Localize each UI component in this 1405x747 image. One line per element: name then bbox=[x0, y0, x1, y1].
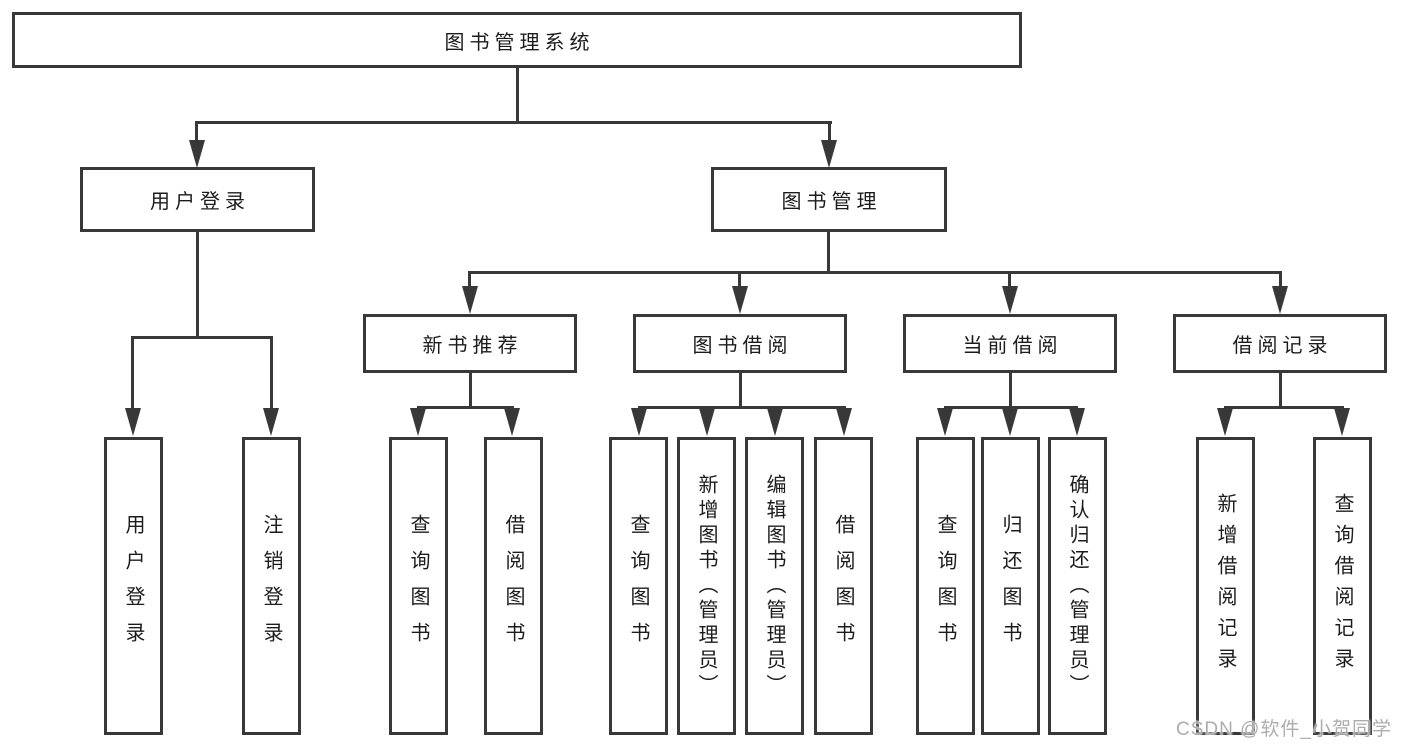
connector-line bbox=[638, 406, 846, 409]
node-label: 借阅记录 bbox=[1232, 335, 1333, 357]
connector-line bbox=[738, 271, 741, 289]
arrow-down-icon bbox=[1002, 286, 1018, 314]
leaf-return-book: 归还图书 bbox=[981, 437, 1040, 735]
connector-line bbox=[1008, 271, 1011, 289]
connector-line bbox=[1009, 373, 1012, 409]
arrow-down-icon bbox=[631, 408, 647, 436]
node-label: 新增图书（管理员） bbox=[695, 473, 717, 699]
leaf-add-borrow-record: 新增借阅记录 bbox=[1196, 437, 1255, 735]
node-user-login: 用户登录 bbox=[80, 167, 315, 232]
node-label: 注销登录 bbox=[260, 514, 282, 658]
leaf-add-book-admin: 新增图书（管理员） bbox=[677, 437, 736, 735]
leaf-borrow-books: 借阅图书 bbox=[484, 437, 543, 735]
node-book-management: 图书管理 bbox=[711, 167, 947, 232]
arrow-down-icon bbox=[462, 286, 478, 314]
node-label: 图书借阅 bbox=[692, 335, 793, 357]
node-label: 归还图书 bbox=[999, 514, 1021, 658]
node-library-management-system: 图书管理系统 bbox=[12, 12, 1022, 68]
node-borrow-records: 借阅记录 bbox=[1173, 314, 1387, 373]
node-label: 借阅图书 bbox=[832, 514, 854, 658]
watermark: CSDN @软件_小贺同学 bbox=[1176, 719, 1392, 740]
leaf-confirm-return-admin: 确认归还（管理员） bbox=[1048, 437, 1107, 735]
connector-line bbox=[1279, 373, 1282, 409]
leaf-user-login: 用户登录 bbox=[104, 437, 163, 735]
arrow-down-icon bbox=[836, 408, 852, 436]
leaf-borrow-books: 借阅图书 bbox=[814, 437, 873, 735]
leaf-query-borrow-record: 查询借阅记录 bbox=[1313, 437, 1372, 735]
arrow-down-icon bbox=[732, 286, 748, 314]
arrow-down-icon bbox=[937, 408, 953, 436]
arrow-down-icon bbox=[1002, 408, 1018, 436]
leaf-edit-book-admin: 编辑图书（管理员） bbox=[745, 437, 804, 735]
connector-line bbox=[469, 373, 472, 409]
leaf-query-books: 查询图书 bbox=[609, 437, 668, 735]
connector-line bbox=[131, 336, 273, 339]
node-book-borrow: 图书借阅 bbox=[633, 314, 847, 373]
arrow-down-icon bbox=[767, 408, 783, 436]
connector-line bbox=[944, 406, 1078, 409]
node-new-book-recommend: 新书推荐 bbox=[363, 314, 577, 373]
node-label: 当前借阅 bbox=[962, 335, 1063, 357]
node-label: 查询图书 bbox=[627, 514, 649, 658]
node-label: 用户登录 bbox=[122, 514, 144, 658]
node-label: 借阅图书 bbox=[502, 514, 524, 658]
connector-line bbox=[196, 232, 199, 338]
connector-line bbox=[468, 271, 471, 289]
connector-line bbox=[516, 68, 519, 124]
connector-line bbox=[417, 406, 514, 409]
node-label: 编辑图书（管理员） bbox=[763, 473, 785, 699]
node-label: 查询图书 bbox=[407, 514, 429, 658]
arrow-down-icon bbox=[125, 408, 141, 436]
leaf-query-books: 查询图书 bbox=[916, 437, 975, 735]
node-label: 用户登录 bbox=[150, 191, 250, 213]
arrow-down-icon bbox=[504, 408, 520, 436]
arrow-down-icon bbox=[699, 408, 715, 436]
arrow-down-icon bbox=[1069, 408, 1085, 436]
connector-line bbox=[827, 232, 830, 274]
node-label: 图书管理 bbox=[781, 191, 882, 213]
arrow-down-icon bbox=[410, 408, 426, 436]
connector-line bbox=[739, 373, 742, 409]
connector-line bbox=[270, 336, 273, 410]
node-label: 查询借阅记录 bbox=[1331, 493, 1353, 679]
arrow-down-icon bbox=[189, 140, 205, 168]
arrow-down-icon bbox=[1272, 286, 1288, 314]
node-label: 确认归还（管理员） bbox=[1066, 473, 1088, 699]
leaf-query-books: 查询图书 bbox=[389, 437, 448, 735]
arrow-down-icon bbox=[821, 140, 837, 168]
node-current-borrow: 当前借阅 bbox=[903, 314, 1117, 373]
connector-line bbox=[1279, 271, 1282, 289]
leaf-logout: 注销登录 bbox=[242, 437, 301, 735]
connector-line bbox=[195, 121, 198, 143]
arrow-down-icon bbox=[1334, 408, 1350, 436]
node-label: 新增借阅记录 bbox=[1214, 493, 1236, 679]
connector-line bbox=[828, 121, 831, 143]
arrow-down-icon bbox=[263, 408, 279, 436]
connector-line bbox=[468, 271, 1282, 274]
node-label: 新书推荐 bbox=[422, 335, 523, 357]
connector-line bbox=[131, 336, 134, 410]
node-label: 查询图书 bbox=[934, 514, 956, 658]
connector-line bbox=[195, 121, 832, 124]
node-label: 图书管理系统 bbox=[444, 31, 595, 54]
connector-line bbox=[1224, 406, 1344, 409]
arrow-down-icon bbox=[1217, 408, 1233, 436]
